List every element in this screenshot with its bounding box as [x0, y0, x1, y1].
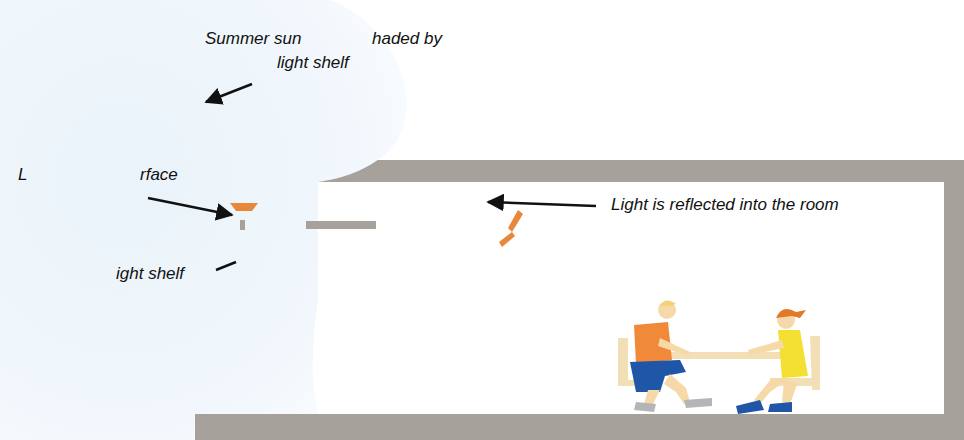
daylight-glow: [0, 0, 407, 440]
boy-figure: [618, 300, 712, 412]
shelf-support: [240, 220, 245, 230]
leader-arrows: [148, 84, 596, 270]
callout-label: L: [18, 166, 27, 185]
interior-light-shelf: [306, 221, 376, 229]
callout-label: Light is reflected into the room: [611, 196, 839, 215]
callout-label: ight shelf: [116, 265, 184, 284]
girl-figure: [736, 309, 820, 414]
reflected-light: [499, 210, 523, 247]
callout-label: Summer sun: [205, 30, 301, 49]
callout-label: rface: [140, 166, 178, 185]
light-surface: [230, 203, 258, 211]
callout-label: light shelf: [277, 54, 349, 73]
callout-label: haded by: [372, 30, 442, 49]
interior-light-shelf-edge: [306, 221, 318, 229]
